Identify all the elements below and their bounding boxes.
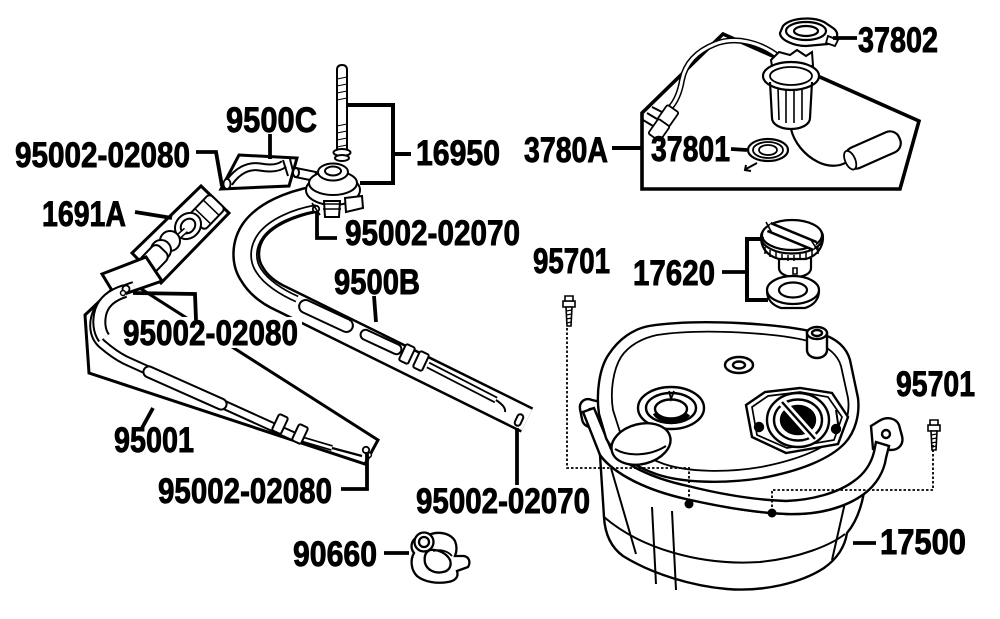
svg-text:37801: 37801	[651, 130, 730, 169]
svg-text:95002-02080: 95002-02080	[158, 472, 332, 511]
svg-text:95001: 95001	[114, 421, 194, 460]
svg-text:3780A: 3780A	[524, 131, 608, 170]
svg-text:95701: 95701	[533, 242, 610, 281]
svg-text:9500B: 9500B	[334, 263, 420, 302]
svg-text:95002-02080: 95002-02080	[123, 314, 298, 353]
svg-text:95002-02070: 95002-02070	[345, 214, 520, 253]
svg-text:90660: 90660	[293, 535, 377, 574]
svg-text:16950: 16950	[416, 134, 500, 173]
svg-text:1691A: 1691A	[42, 195, 126, 234]
svg-text:9500C: 9500C	[226, 101, 317, 140]
svg-text:37802: 37802	[858, 21, 938, 60]
svg-text:17500: 17500	[880, 523, 966, 562]
svg-text:95002-02080: 95002-02080	[15, 136, 190, 175]
svg-text:95701: 95701	[896, 365, 975, 404]
svg-text:17620: 17620	[633, 254, 715, 293]
svg-text:95002-02070: 95002-02070	[416, 482, 590, 521]
